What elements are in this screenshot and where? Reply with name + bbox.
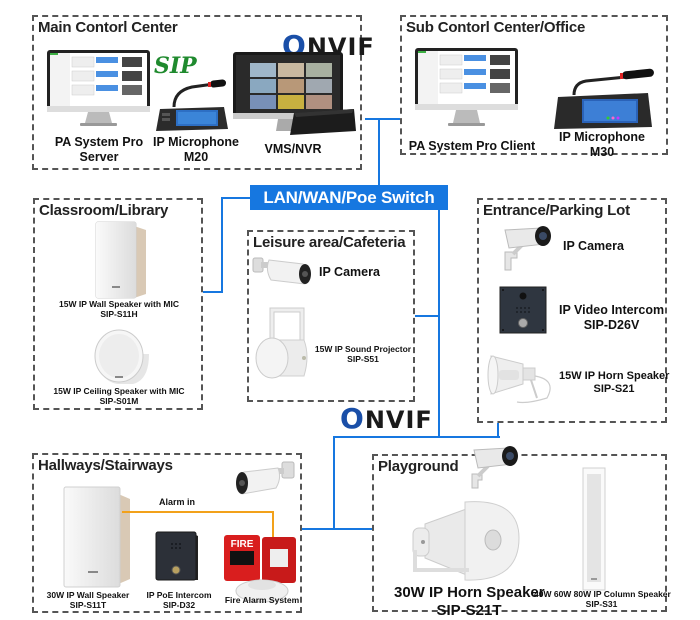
wire-leisure — [414, 315, 439, 317]
wall-speaker-icon — [63, 486, 130, 588]
device-label: 40W 60W 80W IP Column Speaker SIP-S31 — [534, 589, 671, 610]
zone-playground: Playground 30W IP Horn Speaker SIP-S21T … — [372, 446, 671, 619]
zone-title: Leisure area/Cafeteria — [253, 234, 406, 251]
microphone-console-icon — [554, 68, 654, 129]
sound-projector-icon — [255, 307, 308, 379]
wire-classroom-h — [203, 291, 223, 293]
microphone-console-icon — [156, 79, 228, 131]
alarm-label: Alarm in — [159, 497, 196, 507]
zone-main-control: Main Contorl Center PA System Pro Server… — [32, 15, 374, 170]
network-switch: LAN/WAN/Poe Switch — [250, 185, 448, 210]
alarm-wire-h — [122, 511, 274, 513]
device-label: 30W IP Wall Speaker SIP-S11T — [46, 590, 130, 611]
device-label: IP Video Intercom SIP-D26V — [559, 303, 665, 332]
onvif-logo: ONVIF — [340, 402, 433, 435]
device-label: 15W IP Sound Projector SIP-S51 — [314, 344, 412, 365]
zone-title: Classroom/Library — [39, 202, 169, 219]
zone-title: Entrance/Parking Lot — [483, 202, 630, 219]
zone-title: Hallways/Stairways — [38, 457, 173, 474]
wire-classroom-top — [221, 197, 251, 199]
wire-top-trunk — [378, 118, 380, 186]
ceiling-speaker-icon — [94, 329, 149, 384]
zone-classroom: Classroom/Library 15W IP Wall Speaker wi… — [33, 198, 203, 410]
bullet-camera-icon — [252, 257, 311, 285]
wire-entrance-up — [497, 423, 499, 438]
wire-entrance — [438, 436, 500, 438]
wire-lower-h — [333, 436, 439, 438]
wire-main-to-sub — [365, 118, 403, 120]
zone-title: Sub Contorl Center/Office — [406, 19, 586, 36]
alarm-wire-v — [272, 511, 274, 537]
bullet-camera-icon — [236, 461, 295, 495]
monitor-icon — [415, 48, 518, 126]
device-label: IP Camera — [319, 265, 380, 279]
video-intercom-icon — [499, 286, 547, 334]
horn-speaker-icon — [487, 355, 551, 404]
intercom-icon — [155, 531, 198, 581]
device-label: 15W IP Wall Speaker with MIC SIP-S11H — [59, 299, 179, 320]
column-speaker-icon — [582, 467, 606, 591]
device-label: 15W IP Horn Speaker SIP-S21 — [559, 370, 670, 396]
device-label: 15W IP Ceiling Speaker with MIC SIP-S01M — [53, 386, 185, 407]
sip-logo: SIP — [154, 53, 197, 79]
zone-leisure: Leisure area/Cafeteria IP Camera 15W IP … — [247, 230, 415, 402]
monitor-icon — [47, 50, 150, 126]
zone-entrance: Entrance/Parking Lot IP Camera IP Video … — [477, 198, 670, 423]
device-label: 30W IP Horn Speaker SIP-S21T — [394, 584, 545, 619]
device-label: PA System Pro Server — [54, 135, 144, 164]
ip-camera-icon — [471, 446, 518, 489]
wire-lower-v — [333, 436, 335, 530]
device-label: Fire Alarm System — [224, 595, 300, 605]
svg-text:FIRE: FIRE — [231, 539, 254, 550]
zone-hallways: Hallways/Stairways Alarm in FIRE 30W IP … — [32, 453, 302, 613]
ip-camera-icon — [504, 226, 551, 271]
wire-right-trunk — [438, 209, 440, 437]
zone-title: Main Contorl Center — [38, 19, 178, 36]
fire-alarm-icon: FIRE — [224, 535, 296, 603]
device-label: IP PoE Intercom SIP-D32 — [146, 590, 212, 611]
zone-title: Playground — [378, 458, 459, 475]
wire-hallways — [301, 528, 373, 530]
device-label: IP Microphone M30 — [559, 130, 645, 159]
zone-sub-control: Sub Contorl Center/Office PA System Pro … — [400, 15, 668, 159]
device-label: IP Microphone M20 — [153, 135, 239, 164]
wire-classroom-v — [221, 197, 223, 293]
device-label: PA System Pro Client — [408, 139, 536, 153]
nvr-monitor-icon — [233, 52, 356, 135]
device-label: VMS/NVR — [264, 142, 322, 156]
device-label: IP Camera — [563, 239, 624, 253]
horn-speaker-icon — [412, 501, 520, 581]
wall-speaker-icon — [95, 221, 146, 299]
